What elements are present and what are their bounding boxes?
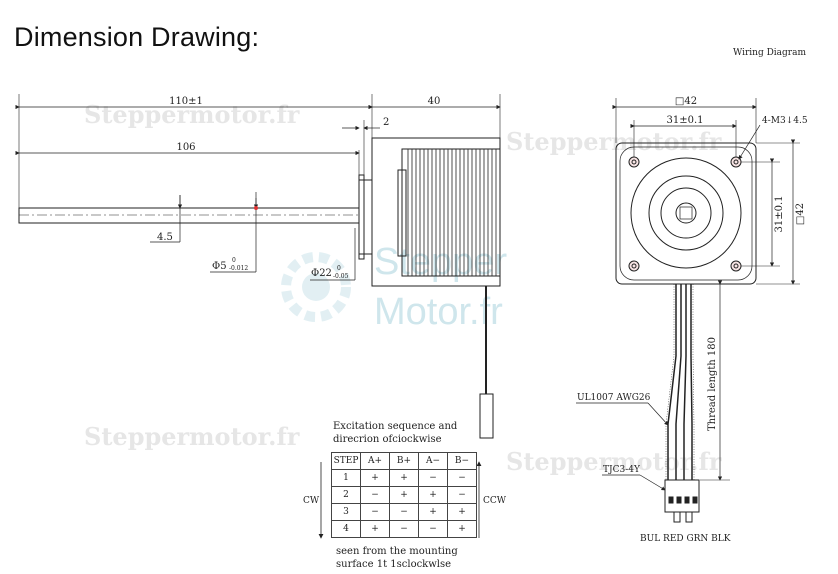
dim-total-length: 110±1	[169, 96, 203, 107]
wiring-diagram-label: Wiring Diagram	[733, 48, 806, 58]
dim-holes: 4-M3↓4.5	[762, 116, 808, 126]
table-row: 3 − − + +	[331, 503, 477, 521]
table-cell: +	[447, 520, 477, 538]
table-cell: +	[418, 486, 448, 504]
front-boss-outer	[630, 157, 742, 269]
direction-arrows	[318, 461, 482, 539]
dim-lead-length: Thread length 180	[707, 337, 718, 431]
lead-connector	[479, 393, 494, 439]
excitation-table: STEP A+ B+ A− B− 1 + + − − 2 − + + − 3 −…	[331, 452, 477, 538]
excitation-title-line1: Excitation sequence and	[333, 421, 458, 432]
watermark-logo-line1: Stepper	[374, 241, 508, 283]
table-cell: −	[360, 503, 390, 521]
dim-front-width: □42	[675, 96, 697, 107]
table-row: 2 − + + −	[331, 486, 477, 504]
table-cell: +	[447, 503, 477, 521]
table-cell: −	[389, 503, 419, 521]
front-view	[576, 98, 800, 523]
table-cell: −	[389, 520, 419, 538]
marker-dot	[254, 206, 258, 210]
dim-shaft-tol-upper: 0	[232, 257, 236, 264]
table-cell: +	[389, 469, 419, 487]
dim-boss-dia: Φ22	[311, 268, 332, 279]
dim-hole-spacing-side: 31±0.1	[774, 195, 785, 232]
dim-boss-tol-lower: -0.05	[333, 273, 349, 280]
table-cell: 3	[331, 503, 361, 521]
excitation-footer-line2: surface 1t 1sclockwlse	[336, 559, 452, 570]
motor-boss	[358, 179, 373, 255]
dim-front-height: □42	[795, 203, 806, 225]
table-cell: +	[418, 503, 448, 521]
watermark-text: Steppermotor.fr	[84, 422, 300, 451]
wire-colors-label: BUL RED GRN BLK	[640, 534, 731, 544]
table-header-cell: B−	[447, 452, 477, 470]
table-cell: −	[418, 520, 448, 538]
excitation-footer-line1: seen from the mounting	[336, 546, 458, 557]
table-row: 1 + + − −	[331, 469, 477, 487]
side-view	[15, 94, 501, 439]
excitation-title-line2: direcrion ofciockwise	[333, 434, 442, 445]
table-header-cell: B+	[389, 452, 419, 470]
table-header-cell: A−	[418, 452, 448, 470]
front-shaft	[675, 202, 697, 224]
table-cell: 4	[331, 520, 361, 538]
dim-hole-spacing-top: 31±0.1	[666, 115, 703, 126]
table-header-cell: A+	[360, 452, 390, 470]
table-header-cell: STEP	[331, 452, 361, 470]
connector-label: TJC3-4Y	[603, 465, 641, 475]
dim-shaft-tol-lower: -0.012	[229, 265, 248, 272]
dim-body-length: 40	[428, 96, 441, 107]
table-cell: 1	[331, 469, 361, 487]
table-cell: +	[389, 486, 419, 504]
cable-type-label: UL1007 AWG26	[577, 393, 651, 403]
table-cell: −	[360, 486, 390, 504]
table-cell: 2	[331, 486, 361, 504]
ccw-label: CCW	[483, 496, 507, 506]
wire-connector	[664, 479, 700, 513]
dim-flat-length: 4.5	[157, 232, 173, 243]
mounting-holes	[628, 156, 742, 272]
watermark-text: Steppermotor.fr	[84, 100, 300, 129]
table-row: 4 + − − +	[331, 520, 477, 538]
table-header-row: STEP A+ B+ A− B−	[331, 452, 477, 470]
dim-shaft-length: 106	[176, 142, 195, 153]
motor-shaft	[18, 207, 360, 224]
table-cell: −	[447, 469, 477, 487]
page-title: Dimension Drawing:	[14, 22, 260, 52]
watermark-text: Steppermotor.fr	[506, 127, 722, 156]
watermark-text: Steppermotor.fr	[506, 447, 722, 476]
dim-shaft-dia: Φ5	[212, 261, 227, 272]
cw-label: CW	[303, 496, 320, 506]
motor-fins	[407, 149, 497, 276]
table-cell: −	[447, 486, 477, 504]
cable-bundle	[667, 284, 693, 480]
dim-boss-height: 2	[383, 117, 389, 128]
watermark-logo-line2: Motor.fr	[374, 291, 503, 333]
table-cell: +	[360, 469, 390, 487]
table-cell: +	[360, 520, 390, 538]
table-cell: −	[418, 469, 448, 487]
dim-boss-tol-upper: 0	[337, 265, 341, 272]
